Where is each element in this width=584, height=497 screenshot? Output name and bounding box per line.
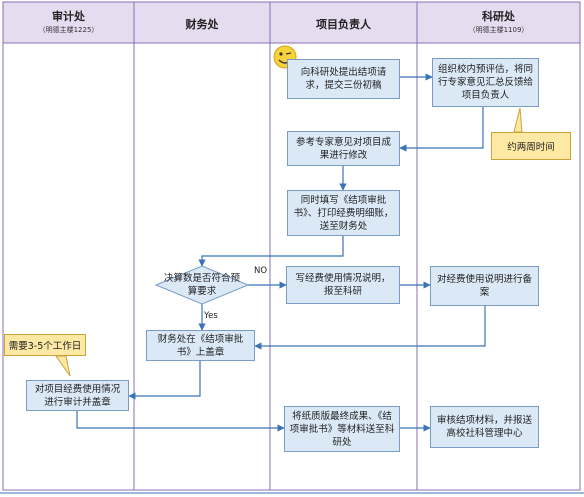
- note-two-weeks: 约两周时间: [491, 132, 571, 160]
- arrow-forms-to-check: [198, 236, 344, 267]
- node-submit-report: 向科研处提出结项请求，提交三份初稿: [287, 59, 400, 99]
- node-internal-review: 组织校内预评估，将同行专家意见汇总反馈给项目负责人: [432, 58, 539, 107]
- node-revise: 参考专家意见对项目成果进行修改: [287, 131, 400, 166]
- lane-subtitle-research: （明德主楼1109）: [468, 26, 529, 34]
- node-fill-forms: 同时填写《结项审批书》、打印经费明细账，送至财务处: [287, 190, 400, 236]
- arrow-review-to-revise: [399, 107, 484, 152]
- decision-text: 决算数是否符合预算要求: [163, 273, 240, 297]
- lane-title-finance: 财务处: [185, 18, 219, 31]
- note-three-to-five-days: 需要3-5个工作日: [4, 334, 86, 356]
- lane-title-audit: 审计处: [52, 10, 85, 23]
- lane-title-research: 科研处: [482, 10, 515, 23]
- lane-header-audit: 审计处 （明德主楼1225）: [3, 2, 134, 43]
- decision-diamond: [154, 265, 250, 305]
- node-finance-stamp: 财务处在《结项审批书》上盖章: [146, 330, 255, 361]
- note-pointer-three-days: [55, 355, 71, 377]
- node-audit: 对项目经费使用情况进行审计并盖章: [26, 380, 129, 411]
- arrow-record-to-stamp: [254, 306, 486, 350]
- lane-header-research: 科研处 （明德主楼1109）: [417, 2, 580, 43]
- lane-borders: [2, 1, 581, 491]
- lane-header-project-lead: 项目负责人: [270, 2, 417, 43]
- arrow-stamp-to-audit: [128, 361, 201, 400]
- lane-title-project-lead: 项目负责人: [316, 18, 371, 31]
- node-record-explanation: 对经费使用说明进行备案: [430, 266, 539, 306]
- node-review-submit: 审核结项材料，并报送高校社科管理中心: [430, 406, 539, 448]
- node-send-final: 将纸质版最终成果、《结项审批书》等材料送至科研处: [284, 406, 400, 452]
- note-pointer-two-weeks: [513, 107, 523, 133]
- label-no: NO: [254, 266, 268, 276]
- arrow-audit-to-send: [76, 411, 285, 432]
- label-yes: Yes: [204, 311, 218, 321]
- lane-subtitle-audit: （明德主楼1225）: [38, 26, 99, 34]
- lane-header-finance: 财务处: [134, 2, 270, 43]
- node-write-explanation: 写经费使用情况说明，报至科研: [286, 266, 400, 304]
